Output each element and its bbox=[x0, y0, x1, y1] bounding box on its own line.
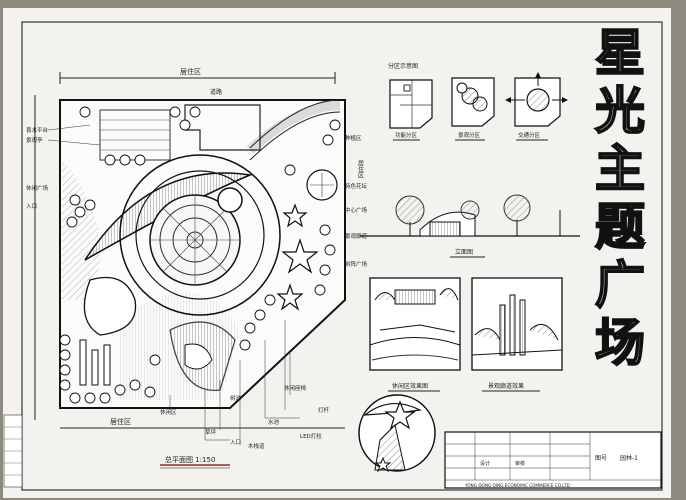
title-char-4: 题 bbox=[594, 198, 646, 256]
ann-bottom-3: 入口 bbox=[230, 439, 241, 446]
perspective-caption-1: 休闲区效果图 bbox=[392, 382, 428, 390]
leaf-canopy bbox=[84, 172, 253, 261]
perspective-caption-2: 景观廊道效果 bbox=[488, 382, 524, 390]
tb-designer: 设计 bbox=[480, 460, 490, 467]
ann-left-4: 入口 bbox=[26, 203, 37, 210]
tb-company: YONG DONG QING ECONOMIC COMMERCE CO.LTD bbox=[464, 483, 570, 488]
ann-bottom-9: 休闲座椅 bbox=[284, 384, 307, 392]
title-char-3: 主 bbox=[594, 140, 646, 198]
ann-bottom-7: LED灯柱 bbox=[300, 432, 322, 440]
zoning-traffic: 交通分区 bbox=[505, 72, 568, 141]
ann-bottom-8: 灯杆 bbox=[318, 406, 330, 414]
ann-left-3: 休闲广场 bbox=[26, 184, 49, 192]
plan-caption: 总平面图 1:150 bbox=[165, 455, 215, 464]
zoning-label-1: 功能分区 bbox=[395, 131, 418, 139]
title-char-2: 光 bbox=[594, 82, 646, 140]
ann-bottom-5: 木栈道 bbox=[248, 442, 265, 450]
zoning-title: 分区示意图 bbox=[388, 62, 418, 70]
zoning-functional: 功能分区 bbox=[389, 79, 433, 141]
tree-symbols bbox=[59, 106, 341, 404]
star-ornaments bbox=[276, 203, 319, 311]
ann-bottom-1: 休闲区 bbox=[160, 408, 177, 416]
ann-right-5: 树阵广场 bbox=[345, 260, 368, 268]
ann-left-2: 景观亭 bbox=[26, 136, 43, 144]
tb-sheet: 园林-1 bbox=[620, 454, 638, 462]
label-top: 居住区 bbox=[180, 67, 201, 76]
left-strip bbox=[3, 414, 23, 488]
label-bottom: 居住区 bbox=[110, 417, 131, 426]
zoning-diagrams: 分区示意图 功能分区 景观分区 交通分区 bbox=[388, 62, 568, 141]
title-char-5: 广 bbox=[594, 256, 646, 314]
perspective-1: 休闲区效果图 bbox=[369, 277, 461, 392]
ann-right-4: 景观廊道 bbox=[345, 232, 368, 240]
zoning-landscape: 景观分区 bbox=[451, 77, 495, 141]
ann-right-2: 特色花坛 bbox=[345, 182, 368, 190]
elevation-caption: 立面图 bbox=[455, 248, 473, 256]
ann-bottom-6: 水池 bbox=[268, 418, 280, 426]
label-right: 居住区 bbox=[357, 160, 364, 178]
perspective-2: 景观廊道效果 bbox=[471, 277, 563, 392]
title-char-6: 场 bbox=[594, 314, 646, 372]
ann-right-1: 种植区 bbox=[345, 134, 362, 142]
title-block: 设计 审核 图号 园林-1 YONG DONG QING ECONOMIC CO… bbox=[444, 431, 662, 489]
ann-bottom-4: 树池 bbox=[230, 394, 242, 402]
outer-frame bbox=[21, 21, 663, 491]
elevation: 立面图 bbox=[360, 194, 580, 258]
tb-sign: 审核 bbox=[515, 460, 525, 467]
master-plan: 居住区 道路 居住区 居住区 总平面图 1:150 喜水平台 景观亭 休闲广场 … bbox=[26, 67, 368, 469]
ann-bottom-2: 草坪 bbox=[205, 428, 217, 436]
ann-right-3: 中心广场 bbox=[345, 206, 368, 214]
label-road: 道路 bbox=[210, 88, 222, 96]
zoning-label-3: 交通分区 bbox=[518, 131, 541, 139]
ann-left-1: 喜水平台 bbox=[26, 126, 49, 134]
tb-drawing-no: 图号 bbox=[595, 455, 607, 462]
title-char-1: 星 bbox=[594, 24, 646, 82]
zoning-label-2: 景观分区 bbox=[458, 131, 481, 139]
star-logo bbox=[358, 394, 436, 473]
